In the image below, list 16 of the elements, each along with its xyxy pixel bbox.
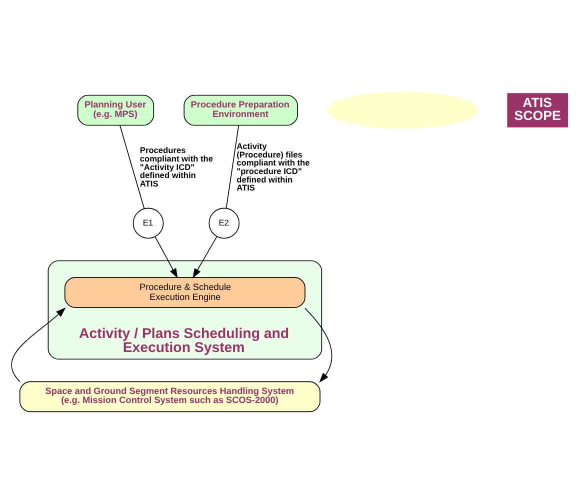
arrow (192, 236, 218, 279)
node-box: Planning User (e.g. MPS) (77, 94, 154, 126)
arrow (304, 308, 332, 383)
node-box: Space and Ground Segment Resources Handling System (e.g. Mission Control System such as SCOS-2000) (19, 381, 320, 412)
connector (120, 125, 145, 209)
edge-label: Activity (Procedure) files compliant with the "procedure ICD" defined within ATIS (236, 141, 310, 193)
node-circle: E2 (208, 208, 240, 239)
node-circle: E1 (132, 208, 164, 239)
arrow (11, 307, 66, 382)
node-ellipse (327, 92, 478, 129)
arrow (154, 236, 178, 278)
node-box: Procedure Preparation Environment (184, 94, 298, 126)
node-box: ATIS SCOPE (507, 93, 568, 128)
connector (226, 125, 240, 209)
node-box: Procedure & Schedule Execution Engine (64, 277, 306, 308)
edge-label: Procedures compliant with the "Activity ICD" defined within ATIS (140, 145, 214, 189)
